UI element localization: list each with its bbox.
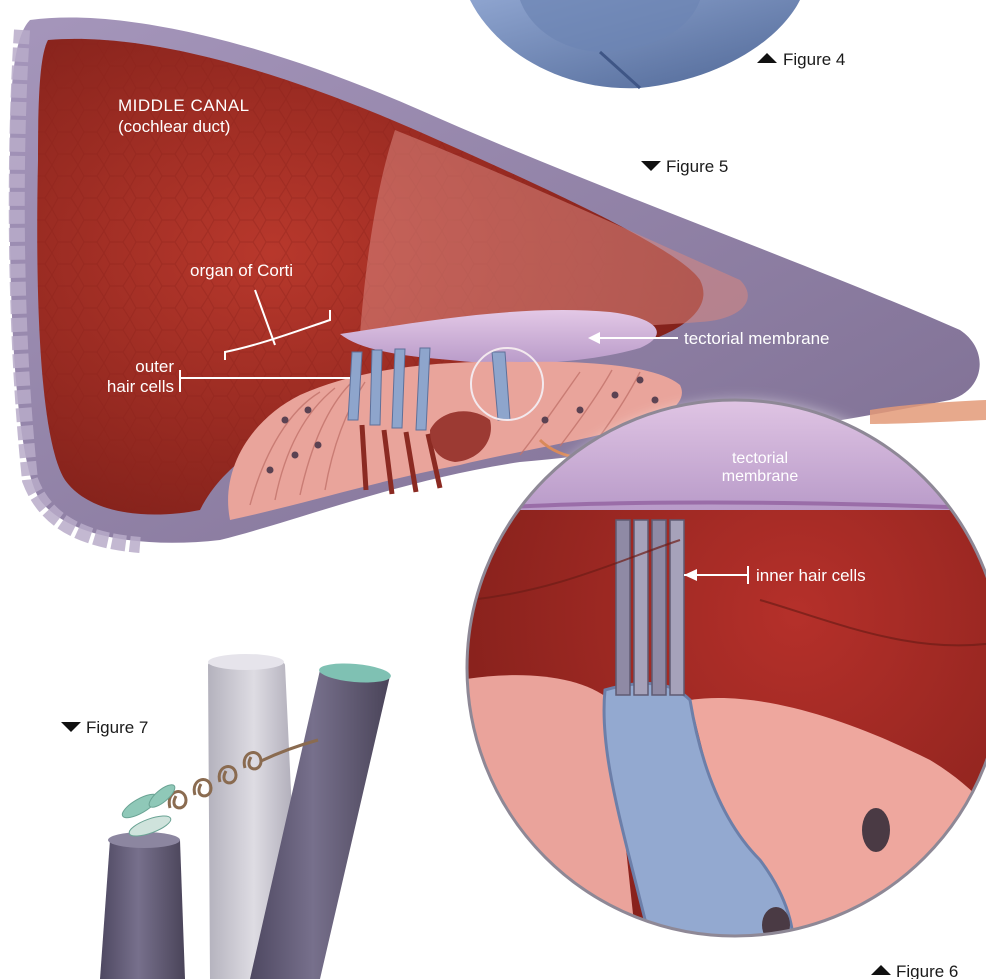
outer-hair-cells-label-line2: hair cells (107, 377, 174, 396)
organ-of-corti-label: organ of Corti (190, 261, 293, 280)
inset-tectorial-label-line1: tectorial (732, 450, 788, 467)
figure-6-label: Figure 6 (896, 962, 958, 979)
inner-hair-cells-label: inner hair cells (756, 566, 866, 585)
figure-7-label: Figure 7 (86, 718, 148, 737)
inset-tectorial-label-line2: membrane (722, 468, 799, 485)
figure-4-structure (470, 0, 800, 88)
inset-nucleus (862, 808, 890, 852)
tectorial-membrane-label: tectorial membrane (684, 329, 830, 348)
outer-hair-cells-label-line1: outer (135, 357, 174, 376)
figure-5-label: Figure 5 (666, 157, 728, 176)
down-triangle-icon (641, 161, 661, 171)
figure-7-stereocilia (100, 654, 392, 979)
stalk-short-dark (100, 840, 185, 979)
middle-canal-title: MIDDLE CANAL (118, 96, 250, 115)
tip-link-plates (119, 781, 178, 840)
figure-4-label: Figure 4 (783, 50, 845, 69)
up-triangle-icon (871, 965, 891, 975)
up-triangle-icon (757, 53, 777, 63)
middle-canal-subtitle: (cochlear duct) (118, 117, 230, 136)
down-triangle-icon (61, 722, 81, 732)
